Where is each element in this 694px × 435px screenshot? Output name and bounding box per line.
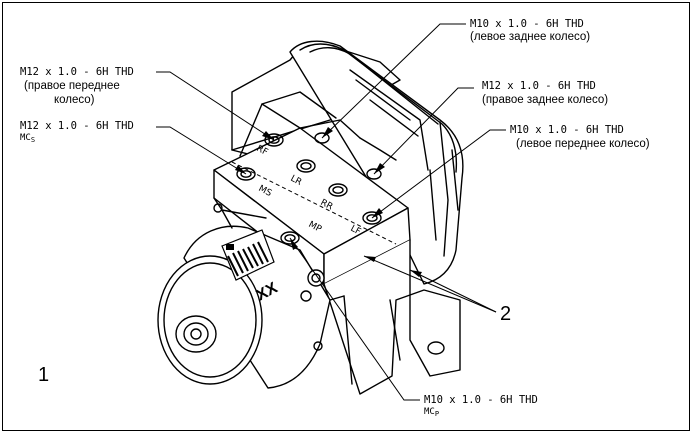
leader-mc-p bbox=[289, 237, 420, 401]
label-rear-right-wheel: (правое заднее колесо) bbox=[482, 94, 609, 106]
label-mc-s-name: MC bbox=[20, 133, 31, 143]
label-front-right-wheel-line2: колесо) bbox=[54, 94, 95, 106]
port-rr bbox=[328, 183, 348, 197]
label-front-left-wheel: (левое переднее колесо) bbox=[516, 138, 650, 150]
figure-number: 1 bbox=[38, 364, 50, 386]
port-ms bbox=[236, 167, 256, 181]
leader-rear-left bbox=[321, 23, 466, 139]
figure-frame bbox=[2, 2, 690, 431]
motor-end-cap bbox=[157, 255, 263, 385]
label-mc-s-sub: S bbox=[30, 136, 36, 144]
port-mark-lr: LR bbox=[289, 174, 304, 188]
coil-cover bbox=[289, 40, 464, 285]
label-front-right-thread: M12 x 1.0 - 6H THD bbox=[20, 66, 134, 78]
bracket-hole bbox=[427, 341, 445, 355]
leader-rear-right bbox=[373, 87, 474, 175]
label-mc-s-thread: M12 x 1.0 - 6H THD bbox=[20, 120, 134, 132]
label-front-left-thread: M10 x 1.0 - 6H THD bbox=[510, 124, 624, 136]
label-rear-right-thread: M12 x 1.0 - 6H THD bbox=[482, 80, 596, 92]
leader-callout-2a bbox=[409, 269, 497, 313]
barcode-label bbox=[221, 229, 275, 281]
port-mark-lf: LF bbox=[349, 224, 363, 238]
leader-front-right bbox=[156, 71, 275, 141]
label-front-right-wheel-line1: (правое переднее bbox=[24, 80, 120, 92]
label-rear-left-wheel: (левое заднее колесо) bbox=[470, 31, 591, 43]
label-mc-p-name: MC bbox=[424, 407, 435, 417]
label-mc-p-sub: P bbox=[434, 410, 440, 418]
port-mark-rf: RF bbox=[255, 144, 270, 158]
label-mc-p-thread: M10 x 1.0 - 6H THD bbox=[424, 394, 538, 406]
label-mc-p: MCP bbox=[424, 406, 439, 420]
leader-front-left bbox=[371, 129, 506, 219]
leader-callout-2b bbox=[363, 255, 497, 313]
label-mc-s: MCS bbox=[20, 132, 35, 146]
port-holes bbox=[236, 132, 382, 245]
label-rear-left-thread: M10 x 1.0 - 6H THD bbox=[470, 18, 584, 30]
leader-mc-s bbox=[156, 126, 247, 175]
port-lf bbox=[362, 211, 382, 225]
port-lr bbox=[296, 159, 316, 173]
lower-bracket bbox=[323, 239, 461, 395]
port-rf bbox=[264, 133, 284, 147]
callout-number-2: 2 bbox=[500, 303, 512, 325]
port-mp bbox=[280, 231, 300, 245]
